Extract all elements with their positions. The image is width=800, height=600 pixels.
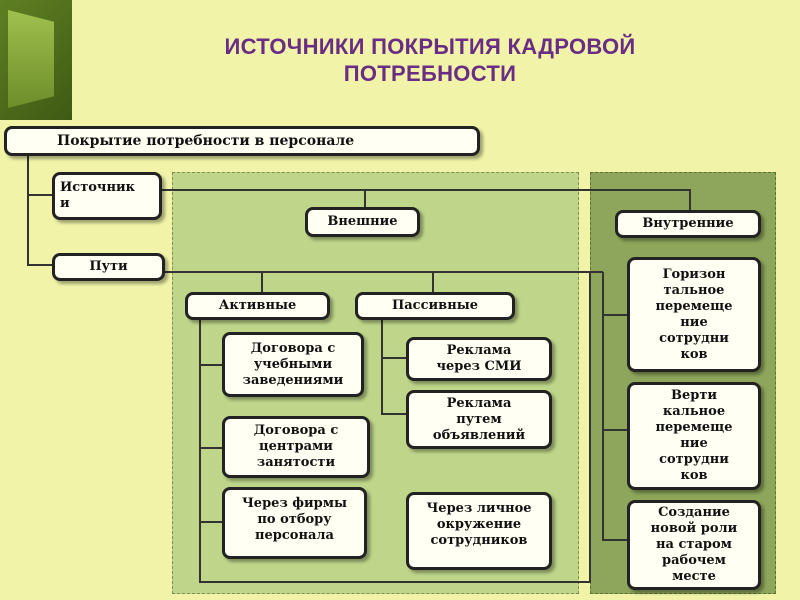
passive-item-1: Реклама через СМИ [406,337,552,381]
internal-item-1: Горизон тальное перемеще ние сотрудни ко… [627,257,761,372]
page-title: ИСТОЧНИКИ ПОКРЫТИЯ КАДРОВОЙ ПОТРЕБНОСТИ [224,34,636,86]
active-item-1: Договора с учебными заведениями [222,332,364,397]
external-node: Внешние [305,207,420,237]
passive-node: Пассивные [355,292,515,320]
connector-active-spine [199,272,591,583]
internal-node: Внутренние [615,210,761,238]
active-item-3: Через фирмы по отбору персонала [222,487,367,559]
corner-decoration [0,0,72,120]
active-node: Активные [185,292,330,320]
root-node: Покрытие потребности в персонале [4,126,480,156]
connector-root-children [27,155,52,266]
connector-passive-spine [381,320,406,415]
passive-item-3: Через личное окружение сотрудников [406,492,552,570]
passive-item-2: Реклама путем объявлений [406,390,552,449]
internal-item-2: Верти кальное перемеще ние сотрудни ков [627,382,761,490]
internal-item-3: Создание новой роли на старом рабочем ме… [627,500,761,590]
sources-node: Источник и [52,172,162,220]
active-item-2: Договора с центрами занятости [222,416,370,478]
connector-internal-spine [602,272,627,541]
connector-sources-branch [162,189,691,212]
paths-node: Пути [52,253,165,281]
